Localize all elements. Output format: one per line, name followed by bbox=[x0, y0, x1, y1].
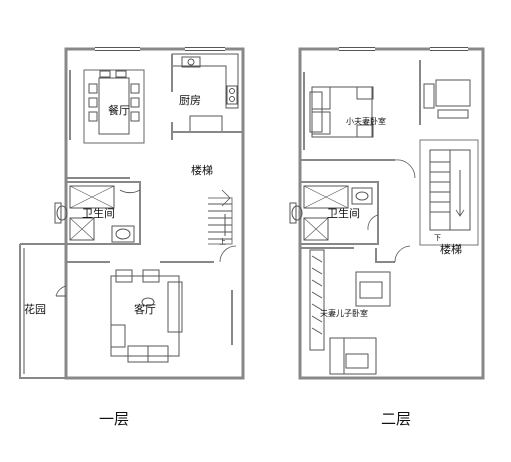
floor2-labels: 小夫妻卧室 卫生间 楼梯 夫妻儿子卧室 下 二层 bbox=[320, 116, 462, 428]
floor1-stairs bbox=[208, 189, 233, 245]
floor1-bathroom-label: 卫生间 bbox=[82, 206, 115, 220]
floor1-outer-wall bbox=[64, 47, 245, 380]
floor1-stairs-label: 楼梯 bbox=[191, 163, 213, 177]
floor2-stairs-label: 楼梯 bbox=[440, 242, 462, 256]
living-room-furniture bbox=[66, 261, 233, 363]
floor2-bathroom-label: 卫生间 bbox=[327, 206, 360, 220]
dining-room-label: 餐厅 bbox=[108, 103, 130, 117]
kids-bedroom-furniture bbox=[300, 245, 411, 375]
kids-bedroom-label: 夫妻儿子卧室 bbox=[320, 308, 368, 318]
floor2-outer-wall bbox=[298, 47, 485, 380]
garden-label: 花园 bbox=[24, 303, 46, 316]
master-bedroom-label: 小夫妻卧室 bbox=[346, 116, 386, 126]
floor1-plan bbox=[19, 47, 245, 380]
kitchen-counter bbox=[171, 53, 239, 133]
floor1-stair-up-mark: 上 bbox=[219, 237, 226, 246]
garden-area bbox=[19, 243, 66, 379]
floor2-caption: 二层 bbox=[381, 410, 411, 428]
floor2-plan bbox=[289, 47, 485, 380]
floor1-bathroom-fixtures bbox=[54, 181, 141, 245]
floor1-caption: 一层 bbox=[99, 410, 129, 428]
living-room-label: 客厅 bbox=[134, 302, 156, 316]
floor2-stair-down-mark: 下 bbox=[434, 234, 441, 242]
master-bedroom-furniture bbox=[300, 60, 471, 179]
floor2-stairs bbox=[419, 139, 479, 246]
dining-table bbox=[83, 69, 145, 144]
floor1-labels: 餐厅 厨房 楼梯 卫生间 客厅 花园 上 一层 bbox=[24, 94, 226, 428]
kitchen-label: 厨房 bbox=[179, 94, 201, 107]
floor2-bathroom-fixtures bbox=[289, 181, 379, 245]
